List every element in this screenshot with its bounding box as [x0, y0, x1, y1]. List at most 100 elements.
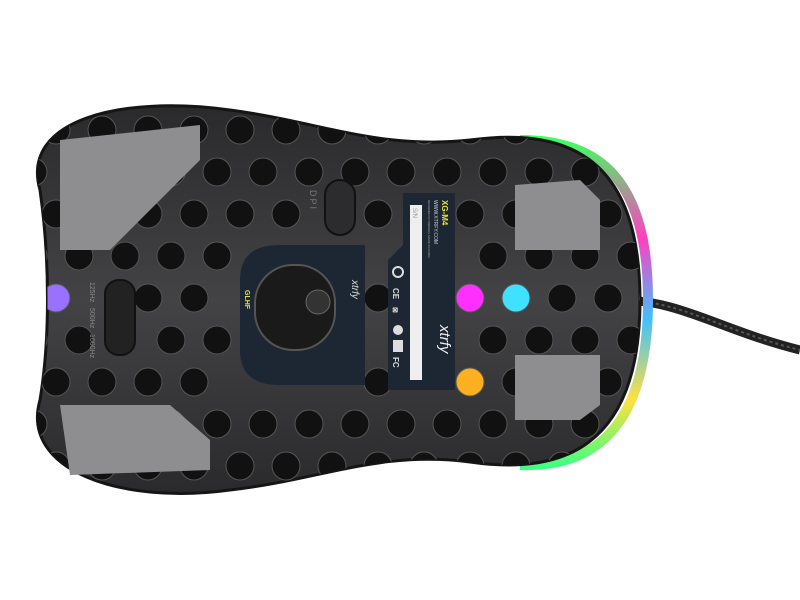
polling-500: 500Hz	[88, 308, 95, 329]
honeycomb-hole	[157, 494, 185, 522]
honeycomb-hole	[202, 325, 232, 355]
honeycomb-hole	[272, 536, 300, 564]
honeycomb-hole	[156, 241, 186, 271]
honeycomb-hole	[64, 325, 94, 355]
recycle-icon	[392, 266, 404, 278]
polling-1000: 1000Hz	[88, 334, 95, 359]
honeycomb-hole	[37, 157, 48, 187]
honeycomb-hole	[547, 283, 577, 313]
honeycomb-hole	[363, 115, 393, 145]
honeycomb-hole	[203, 494, 231, 522]
honeycomb-hole	[455, 451, 485, 481]
honeycomb-hole	[478, 409, 508, 439]
honeycomb-hole	[409, 451, 439, 481]
honeycomb-hole	[571, 494, 599, 522]
honeycomb-hole	[179, 283, 209, 313]
honeycomb-hole	[640, 536, 668, 564]
polling-rate-switch[interactable]	[104, 279, 136, 356]
honeycomb-hole	[271, 199, 301, 229]
honeycomb-hole	[156, 325, 186, 355]
honeycomb-hole	[663, 158, 691, 186]
honeycomb-hole	[87, 367, 117, 397]
honeycomb-hole	[525, 494, 553, 522]
honeycomb-hole	[111, 494, 139, 522]
honeycomb-hole	[663, 242, 691, 270]
honeycomb-hole	[502, 536, 530, 564]
honeycomb-hole	[479, 494, 507, 522]
honeycomb-hole	[593, 283, 623, 313]
honeycomb-hole	[548, 536, 576, 564]
honeycomb-hole	[663, 326, 691, 354]
honeycomb-hole	[455, 367, 485, 397]
honeycomb-hole	[433, 494, 461, 522]
honeycomb-hole	[364, 536, 392, 564]
honeycomb-hole	[317, 451, 347, 481]
honeycomb-hole	[432, 157, 462, 187]
honeycomb-hole	[202, 157, 232, 187]
honeycomb-hole	[340, 157, 370, 187]
honeycomb-hole	[65, 494, 93, 522]
honeycomb-hole	[456, 536, 484, 564]
origin-text: DESIGNED IN SWEDEN, MADE IN CHINA	[427, 200, 431, 258]
skate-bottom-left	[60, 405, 210, 475]
honeycomb-hole	[318, 536, 346, 564]
honeycomb-hole	[271, 451, 301, 481]
ce-mark-icon: CE	[391, 288, 400, 300]
honeycomb-hole	[133, 367, 163, 397]
honeycomb-hole	[617, 494, 645, 522]
honeycomb-hole	[409, 115, 439, 145]
skate-top-left	[60, 125, 200, 250]
sensor-label: GLHF	[243, 290, 250, 310]
honeycomb-hole	[37, 241, 48, 271]
honeycomb-hole	[363, 199, 393, 229]
honeycomb-hole	[295, 494, 323, 522]
honeycomb-hole	[133, 283, 163, 313]
honeycomb-hole	[570, 325, 600, 355]
honeycomb-hole	[294, 157, 324, 187]
honeycomb-hole	[225, 451, 255, 481]
honeycomb-hole	[639, 451, 641, 481]
honeycomb-hole	[363, 367, 393, 397]
serial-field	[410, 205, 422, 380]
model-name: XG-M4	[440, 200, 449, 226]
honeycomb-hole	[410, 536, 438, 564]
honeycomb-hole	[180, 536, 208, 564]
rgb-rim	[519, 135, 654, 471]
honeycomb-hole	[248, 157, 278, 187]
honeycomb-hole	[663, 410, 691, 438]
honeycomb-hole	[134, 536, 162, 564]
honeycomb-hole	[686, 200, 714, 228]
honeycomb-hole	[478, 157, 508, 187]
honeycomb-hole	[88, 536, 116, 564]
weee-icon: ⊠	[391, 307, 398, 313]
honeycomb-hole	[455, 199, 485, 229]
honeycomb-hole	[341, 494, 369, 522]
honeycomb-hole	[686, 116, 714, 144]
fcc-icon: FC	[391, 357, 400, 368]
honeycomb-hole	[478, 325, 508, 355]
honeycomb-hole	[225, 115, 255, 145]
honeycomb-hole	[478, 241, 508, 271]
honeycomb-hole	[248, 409, 278, 439]
sensor-lens	[305, 289, 331, 315]
honeycomb-hole	[202, 409, 232, 439]
honeycomb-hole	[41, 367, 71, 397]
dpi-button[interactable]	[324, 179, 356, 236]
honeycomb-hole	[593, 451, 623, 481]
skate-bottom-right	[515, 355, 600, 420]
honeycomb-hole	[387, 494, 415, 522]
honeycomb-hole	[639, 115, 641, 145]
honeycomb-hole	[225, 199, 255, 229]
honeycomb-hole	[340, 409, 370, 439]
sensor-brand-logo: xtrfy	[349, 279, 360, 300]
honeycomb-hole	[37, 409, 48, 439]
label-brand-logo: xtrfy	[436, 324, 453, 355]
rohs-box-icon	[393, 340, 403, 352]
honeycomb-hole	[524, 325, 554, 355]
honeycomb-hole	[363, 283, 393, 313]
honeycomb-hole	[249, 494, 277, 522]
honeycomb-hole	[594, 536, 622, 564]
dpi-label: DPI	[308, 190, 318, 211]
honeycomb-hole	[37, 325, 48, 355]
